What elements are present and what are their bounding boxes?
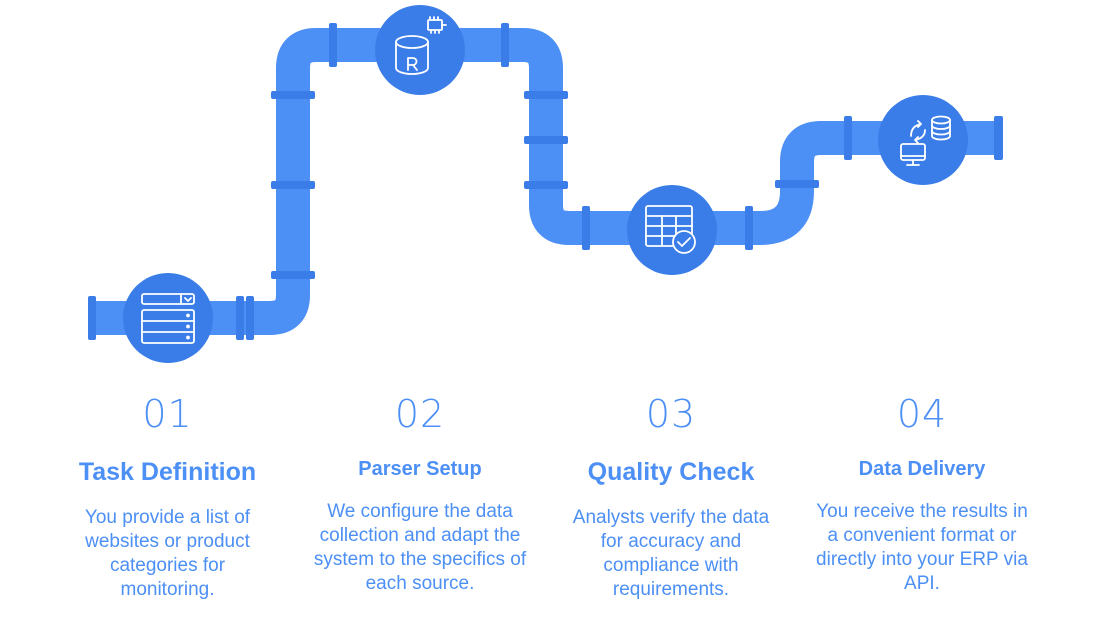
- step-number: 03: [645, 392, 697, 436]
- step-number: 04: [896, 392, 948, 436]
- pipe-flange: [271, 271, 315, 279]
- pipe-segments: [92, 28, 1000, 335]
- step-title: Data Delivery: [858, 458, 986, 480]
- step-3: 03 Quality Check Analysts verify the dat…: [562, 388, 780, 618]
- step-description: You receive the results in a convenient …: [816, 501, 1028, 594]
- step-title: Parser Setup: [358, 458, 482, 480]
- pipe-flange: [501, 23, 509, 67]
- pipe-flange: [524, 91, 568, 99]
- pipeline-diagram: [88, 5, 1003, 363]
- pipe-flange: [271, 91, 315, 99]
- station-circle: [627, 185, 717, 275]
- pipe-flange: [271, 181, 315, 189]
- station-nodes: [123, 5, 968, 363]
- pipe-flange: [745, 206, 753, 250]
- pipe-flange: [236, 296, 244, 340]
- station-circle: [878, 95, 968, 185]
- database-r-icon: [375, 5, 465, 95]
- list-form-icon: [123, 273, 213, 363]
- step-title: Quality Check: [587, 458, 755, 486]
- table-check-icon: [627, 185, 717, 275]
- pipe-segment-1: [92, 28, 1000, 335]
- step-description: You provide a list of websites or produc…: [84, 507, 251, 600]
- pipe-flange: [775, 180, 819, 188]
- step-2: 02 Parser Setup We configure the data co…: [312, 388, 528, 618]
- step-1: 01 Task Definition You provide a list of…: [60, 388, 275, 618]
- step-title: Task Definition: [78, 458, 257, 486]
- station-circle: [123, 273, 213, 363]
- step-number: 01: [142, 392, 193, 436]
- monitor-database-sync-icon: [878, 95, 968, 185]
- pipe-flange: [582, 206, 590, 250]
- pipe-flange: [329, 23, 337, 67]
- pipe-flange: [524, 181, 568, 189]
- pipe-flange: [524, 136, 568, 144]
- step-description: We configure the data collection and ada…: [313, 501, 527, 594]
- station-circle: [375, 5, 465, 95]
- pipe-flange: [844, 116, 852, 160]
- step-4: 04 Data Delivery You receive the results…: [815, 388, 1029, 618]
- pipe-end-cap: [997, 116, 1003, 160]
- step-number: 02: [394, 392, 446, 436]
- step-description: Analysts verify the data for accuracy an…: [572, 507, 770, 600]
- pipe-flange: [246, 296, 254, 340]
- pipe-flanges: [88, 23, 1003, 340]
- pipe-end-cap: [89, 296, 95, 340]
